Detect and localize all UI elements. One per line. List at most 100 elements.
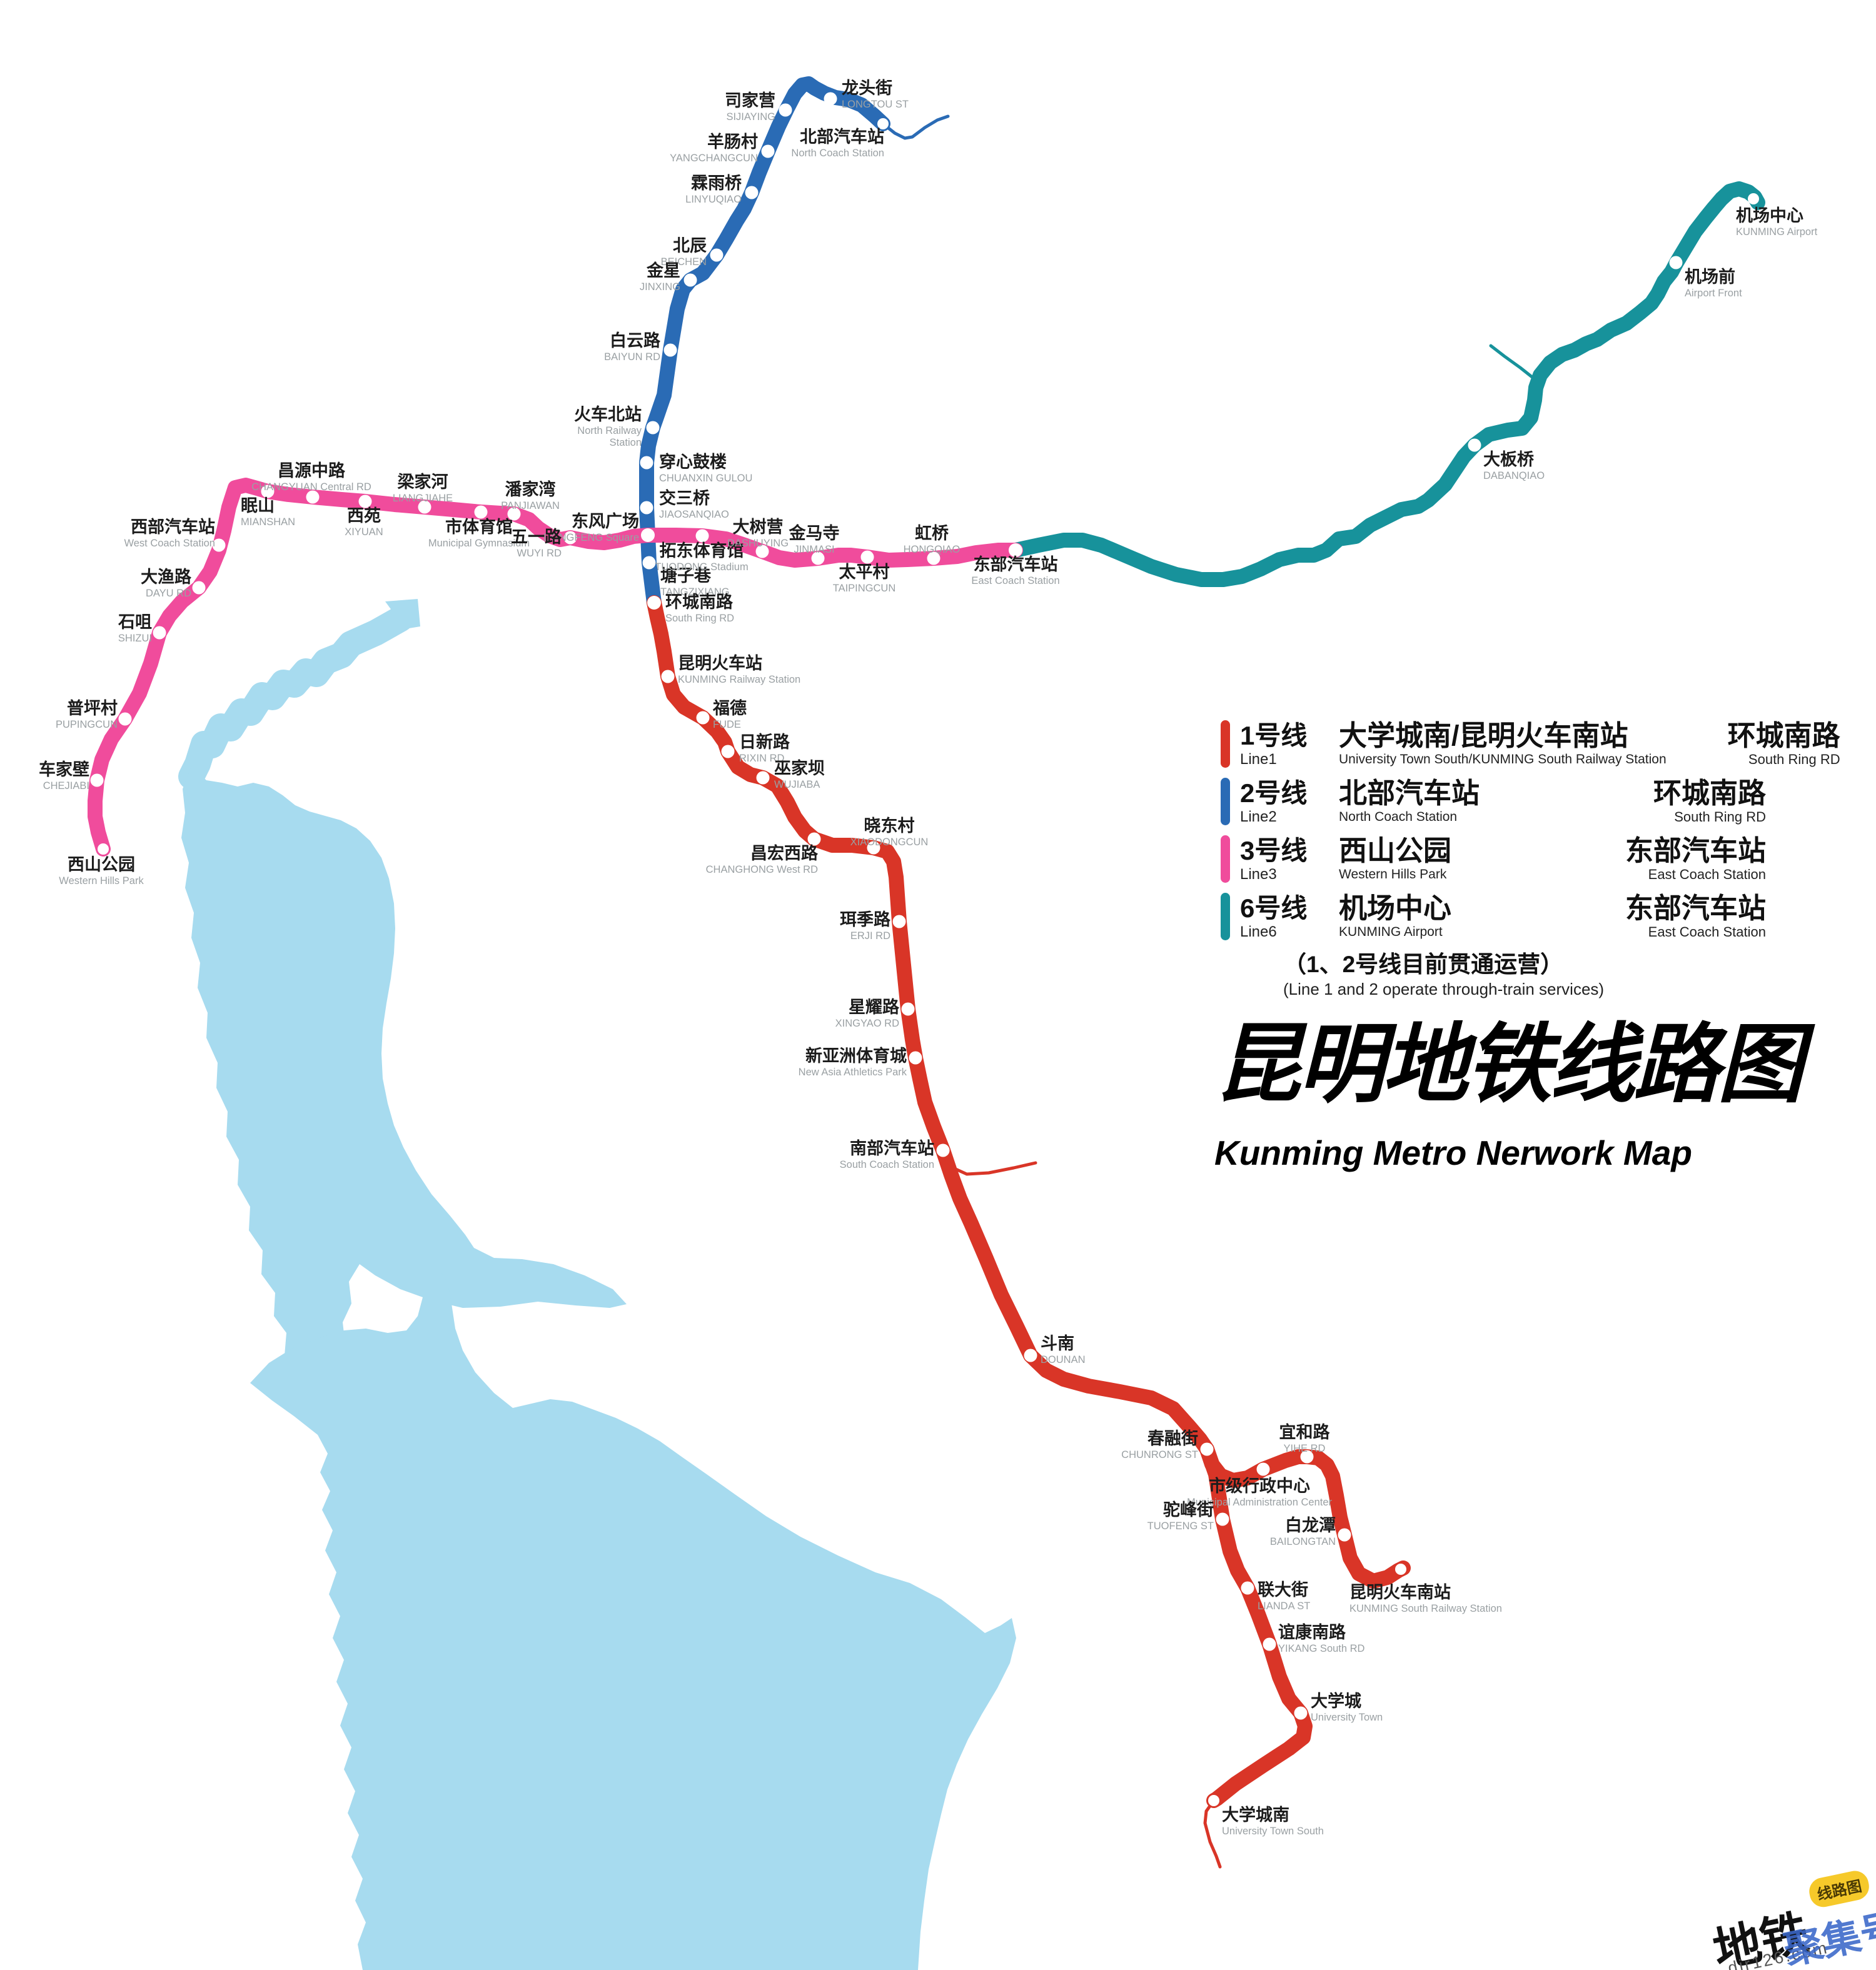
legend-terminus-from-zh: 北部汽车站 [1339,777,1480,809]
station-label-en: JIAOSANQIAO [659,509,729,520]
station-label-en: MIANSHAN [241,516,295,528]
station-dot-erji-rd [892,915,906,928]
station-label-zh: 驼峰街 [1163,1500,1214,1519]
station-label-en: DASHUYING [727,538,789,549]
station-label-en: KUNMING Railway Station [678,674,800,685]
station-dot-dounan [1024,1349,1037,1362]
station-dot-hongqiao [927,551,941,565]
station-label-en: DABANQIAO [1483,470,1545,481]
station-label-en: CHUANXIN GULOU [659,473,752,484]
lake-inner-body [181,766,627,1383]
legend-terminus-to-en: South Ring RD [1674,809,1766,825]
station-label-en: KUNMING South Railway Station [1349,1603,1502,1614]
station-label-en: PANJIAWAN [501,500,560,511]
station-dot-yangchangcun [761,144,775,158]
station-label-zh: 金星 [646,261,680,280]
station-dot-wujiaba [756,771,770,785]
station-dot-chuanxin-gulou [640,456,653,470]
station-label-en: ERJI RD [850,930,890,942]
station-label-zh: 西山公园 [68,855,135,874]
station-label-zh: 星耀路 [849,997,900,1017]
station-label-zh: 巫家坝 [774,758,825,778]
legend-terminus-to-en: South Ring RD [1748,751,1840,767]
station-label-en: JINMASI [794,544,834,555]
station-label-zh: 塘子巷 [660,566,712,585]
station-label-en: CHANGYUAN Central RD [251,481,371,493]
station-label-zh: 眠山 [241,496,275,515]
station-label-zh: 市体育馆 [445,517,513,536]
station-label-en: RIXIN RD [739,753,785,764]
station-label-zh: 谊康南路 [1278,1622,1346,1642]
station-label-zh: 龙头街 [842,79,892,98]
station-dot-dashuying [755,545,769,558]
legend-note-en: (Line 1 and 2 operate through-train serv… [1283,980,1605,998]
lake-main-body [250,1273,1016,1970]
station-label-zh: 昆明火车南站 [1349,1582,1451,1602]
legend-line-name-zh: 3号线 [1240,836,1308,865]
station-label-zh: 虹桥 [915,524,949,543]
station-dot-xingyao-rd [901,1002,915,1016]
station-label-en: LINYUQIAO [685,194,742,205]
legend-line-name-en: Line3 [1240,866,1277,883]
station-label-en: West Coach Station [124,538,215,549]
legend-note-zh: （1、2号线目前贯通运营） [1283,952,1564,977]
legend-terminus-from-en: Western Hills Park [1339,867,1447,882]
line-2-tail-thin [881,114,950,140]
station-dot-chejiabi [90,773,104,787]
station-dot-chunrong-st [1200,1442,1214,1456]
station-dot-changyuan-central-rd [306,490,320,504]
station-label-en: YIHE RD [1284,1443,1326,1454]
station-label-en: YANGCHANGCUN [670,153,758,164]
station-label-en: University Town South [1222,1826,1324,1837]
station-label-zh: 穿心鼓楼 [659,452,727,471]
station-label-en: North Coach Station [791,148,884,159]
station-label-en: TANGZIXIANG [660,586,730,598]
station-dot-dayu-rd [192,581,206,595]
legend-terminus-to-zh: 东部汽车站 [1625,835,1766,867]
station-dot-dongfeng-square [641,528,655,542]
station-label-zh: 日新路 [739,732,790,751]
station-label-zh: 大板桥 [1483,450,1534,469]
station-label-en: BAIYUN RD [604,351,660,363]
station-label-zh: 司家营 [725,91,775,110]
legend-line-name-zh: 6号线 [1240,893,1308,923]
station-label-zh: 东风广场 [572,511,639,531]
station-label-en: TUOFENG ST [1147,1520,1214,1532]
station-label-zh: 羊肠村 [707,132,758,151]
station-label-zh: 普坪村 [67,698,118,718]
legend-terminus-from-en: University Town South/KUNMING South Rail… [1339,752,1667,766]
legend-terminus-from-zh: 机场中心 [1339,892,1452,924]
station-label-zh: 新亚洲体育城 [805,1046,907,1065]
legend-terminus-to-en: East Coach Station [1648,924,1766,940]
station-label-zh: 火车北站 [574,405,642,424]
station-dot-liangjiahe [418,500,431,514]
station-dot-xiaodongcun [867,841,880,855]
station-dot-lianda-st [1241,1581,1254,1595]
station-label-zh: 金马寺 [789,523,840,543]
station-label-zh: 霖雨桥 [691,174,742,193]
station-label-zh: 春融街 [1147,1429,1198,1448]
station-label-zh: 大学城南 [1222,1805,1289,1824]
station-label-en: XINGYAO RD [835,1018,899,1029]
station-label-zh: 大学城 [1311,1691,1361,1711]
station-label-en: TUODONG Stadium [655,561,748,573]
station-dot-north-railway [646,421,660,435]
line-1-branch-path [1199,1442,1411,1589]
station-dot-municipal-administration-center [1256,1462,1270,1476]
station-label-en: PUPINGCUN [56,719,118,730]
station-dot-western-hills-park [98,843,109,855]
station-dot-tangzixiang [642,556,656,570]
station-dot-kunming-south-railway-station [1395,1564,1406,1575]
station-dot-rixin-rd [721,745,735,758]
station-label-en: LIANDA ST [1258,1601,1310,1612]
station-label-en: CHEJIABI [43,780,89,792]
station-label-zh: 白龙潭 [1285,1515,1336,1535]
station-label-zh: 石咀 [118,613,152,631]
station-label-en: BEICHEN [661,256,707,268]
station-label-en: LONGTOU ST [842,99,909,110]
station-dot-yikang-south-rd [1263,1637,1276,1651]
